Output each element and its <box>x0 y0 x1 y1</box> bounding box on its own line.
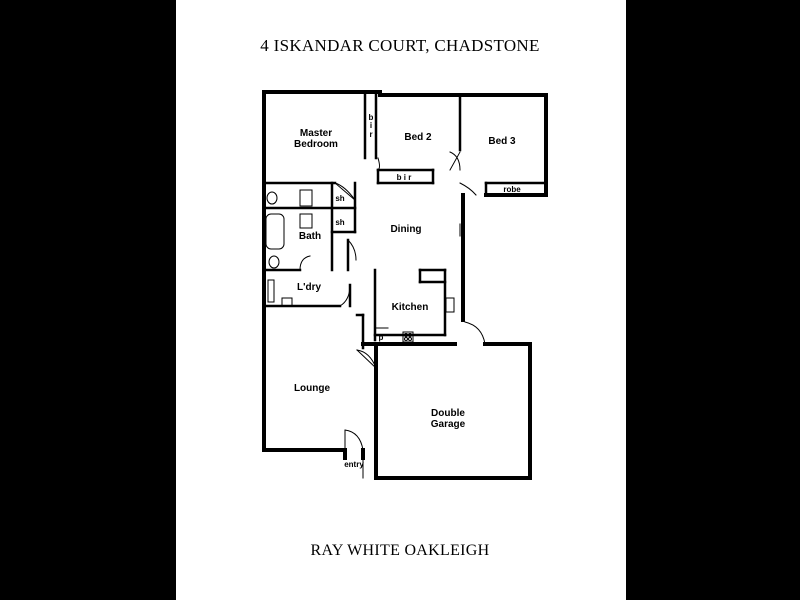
bed2-label: Bed 2 <box>404 132 432 143</box>
lounge-label: Lounge <box>294 383 331 394</box>
dining-label: Dining <box>390 224 421 235</box>
garage-label: Double <box>431 408 465 419</box>
plan-sheet <box>176 0 626 600</box>
pantry-label: p <box>379 333 384 342</box>
garage-label-2: Garage <box>431 419 466 430</box>
entry-label: entry <box>344 460 364 469</box>
bath-label: Bath <box>299 231 321 242</box>
master-bedroom-label: Master <box>300 128 332 139</box>
agency-name: RAY WHITE OAKLEIGH <box>310 542 490 559</box>
laundry-label: L'dry <box>297 282 321 293</box>
kitchen-label: Kitchen <box>392 302 429 313</box>
master-bedroom-label-2: Bedroom <box>294 139 338 150</box>
fixtures <box>265 189 461 343</box>
bed3-label: Bed 3 <box>488 136 516 147</box>
shower-upper-label: sh <box>335 194 344 203</box>
room-labels: Master Bedroom b i r Bed 2 b i r Bed 3 r… <box>294 113 521 469</box>
bir-label-i: i <box>370 121 372 130</box>
property-address: 4 ISKANDAR COURT, CHADSTONE <box>260 36 540 55</box>
bir-label-r: r <box>369 130 372 139</box>
shower-lower-label: sh <box>335 218 344 227</box>
interior-walls <box>262 90 548 350</box>
robe-label: robe <box>503 185 521 194</box>
bir-label-b: b <box>369 113 374 122</box>
bed2-bir-label: b i r <box>397 173 412 182</box>
door-swings <box>299 151 486 479</box>
